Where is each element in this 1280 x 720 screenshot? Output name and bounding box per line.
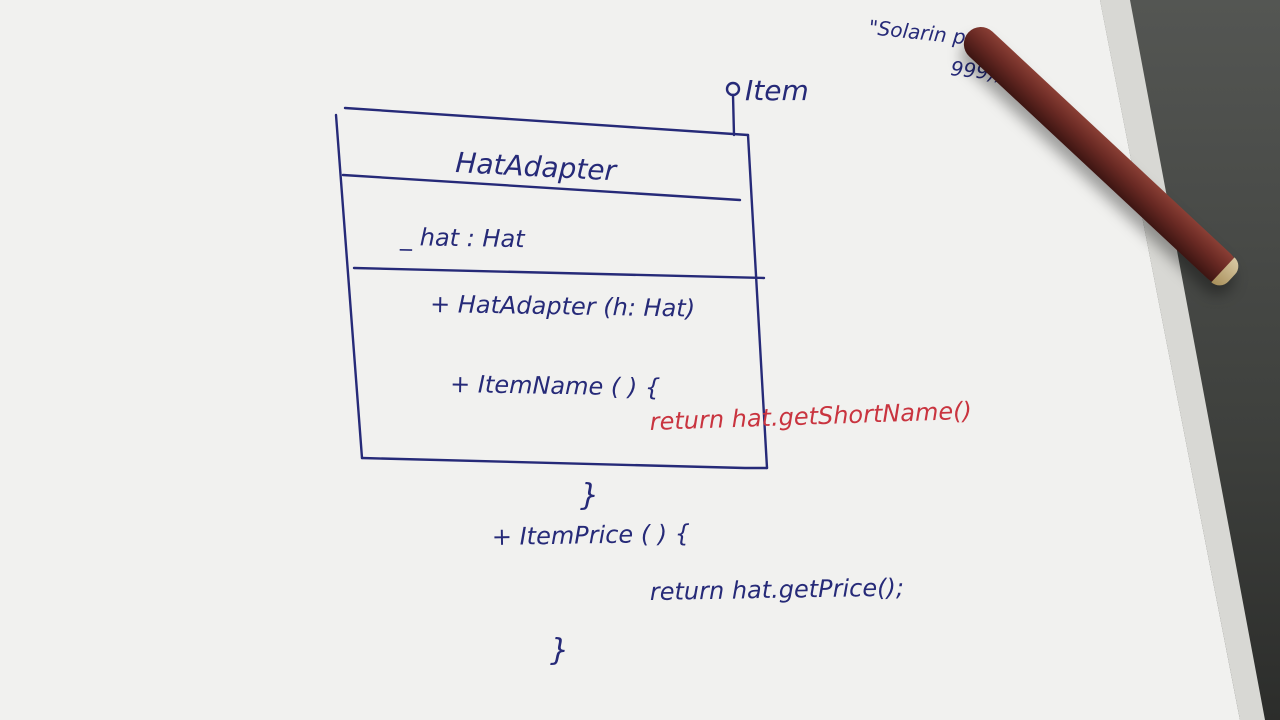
- interface-label: Item: [745, 74, 809, 107]
- interface-lollipop: [725, 81, 741, 137]
- name-divider: [341, 173, 742, 202]
- method-item-price-body: return hat.getPrice();: [650, 574, 905, 606]
- corner-note-1: "Solarin p: [867, 15, 966, 49]
- class-attribute: _ hat : Hat: [399, 223, 527, 253]
- method-constructor: + HatAdapter (h: Hat): [430, 290, 695, 323]
- closing-brace-1: }: [580, 478, 599, 513]
- method-item-price: + ItemPrice ( ) {: [492, 520, 691, 551]
- method-item-name-body: return hat.getShortName(): [649, 397, 972, 436]
- class-name: HatAdapter: [455, 146, 619, 187]
- closing-brace-2: }: [550, 633, 569, 668]
- class-box: [334, 106, 769, 470]
- attribute-divider: [352, 266, 766, 280]
- method-item-name: + ItemName ( ) {: [450, 370, 661, 402]
